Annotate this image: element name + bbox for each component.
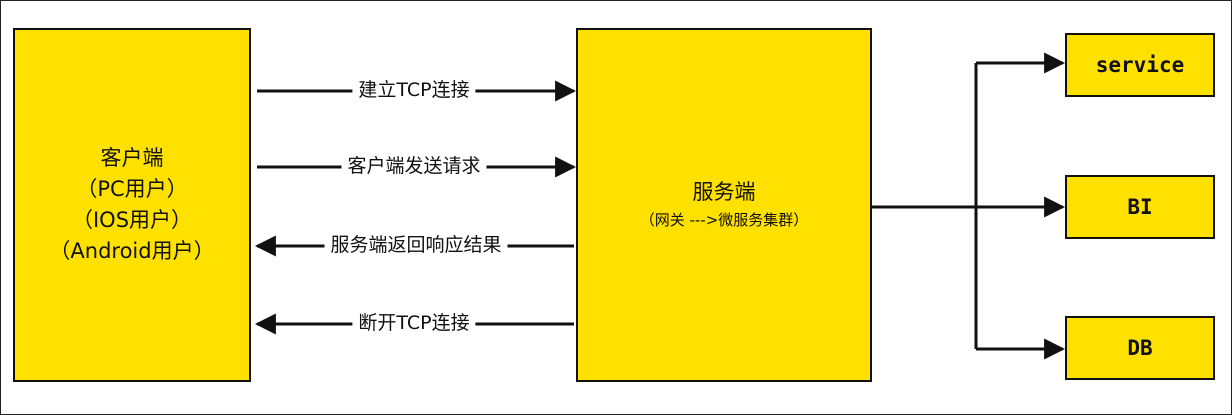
server-box: 服务端 （网关 --->微服务集群） — [576, 28, 872, 382]
db-box: DB — [1065, 316, 1215, 380]
arrow-label-request: 客户端发送请求 — [341, 154, 487, 178]
service-label: service — [1095, 53, 1185, 77]
client-box: 客户端 （PC用户） （IOS用户） （Android用户） — [13, 28, 251, 382]
bi-box: BI — [1065, 175, 1215, 239]
client-pc: （PC用户） — [76, 177, 188, 201]
service-box: service — [1065, 33, 1215, 97]
db-label: DB — [1127, 336, 1153, 360]
bi-label: BI — [1127, 195, 1153, 219]
arrow-label-response: 服务端返回响应结果 — [324, 233, 508, 257]
client-android: （Android用户） — [49, 239, 215, 263]
arrow-label-connect: 建立TCP连接 — [352, 78, 476, 102]
client-ios: （IOS用户） — [71, 208, 193, 232]
client-title: 客户端 — [100, 146, 164, 170]
server-title: 服务端 — [692, 180, 756, 204]
arrow-label-disconnect: 断开TCP连接 — [352, 311, 476, 335]
server-subtitle: （网关 --->微服务集群） — [639, 211, 809, 229]
